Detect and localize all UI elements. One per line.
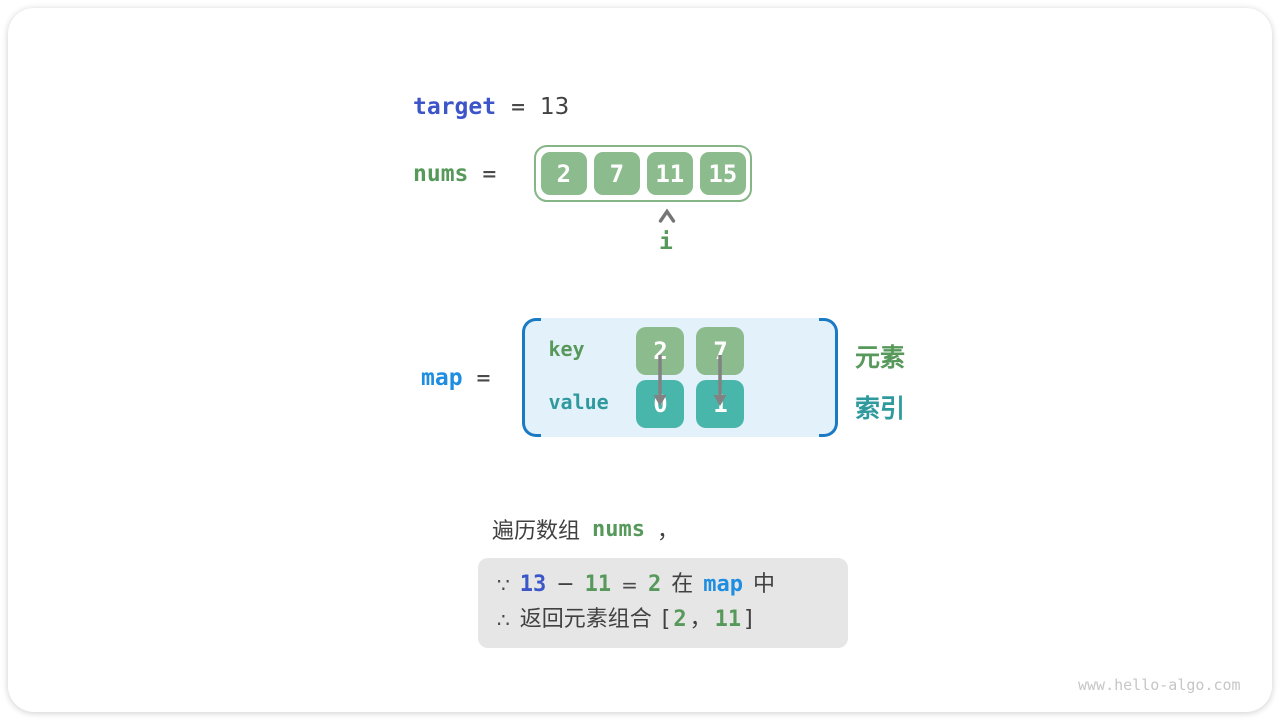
array-cell: 2 — [540, 152, 587, 195]
map-key-cell: 7 — [696, 327, 745, 375]
nums-array: 2 7 11 15 — [534, 145, 753, 202]
map-row: map = key value 2 7 0 1 — [421, 318, 839, 437]
array-cell: 11 — [646, 152, 693, 195]
equals-sign: = — [510, 96, 527, 118]
map-key-label: key — [548, 337, 585, 361]
map-variable: map — [421, 364, 463, 391]
index-pointer-label: i — [659, 229, 673, 255]
index-label: 索引 — [855, 394, 906, 423]
result-value-2: 11 — [714, 607, 742, 632]
target-value: 13 — [540, 94, 570, 120]
conclusion-line-2: ∴ 返回元素组合 [ 2 ， 11 ] — [497, 605, 848, 635]
target-row: target = 13 — [413, 94, 569, 120]
equals-sign: = — [481, 162, 498, 185]
map-value-cell: 1 — [696, 380, 745, 428]
element-label: 元素 — [855, 343, 906, 372]
because-symbol: ∵ — [497, 573, 510, 597]
conclusion-line-1: ∵ 13 − 11 = 2 在 map 中 — [497, 570, 848, 600]
caption: 遍历数组 nums ， — [492, 513, 679, 545]
caption-text: 遍历数组 — [492, 519, 581, 544]
pair-comma: ， — [689, 607, 712, 632]
map-ref: map — [703, 572, 743, 597]
nums-variable: nums — [413, 160, 469, 187]
target-variable: target — [413, 94, 497, 120]
map-box: key value 2 7 0 1 — [522, 318, 839, 437]
nums-row: nums = 2 7 11 15 — [413, 145, 753, 202]
map-bracket-right-icon — [819, 318, 839, 437]
current-value-ref: 11 — [584, 572, 612, 597]
bracket-close: ] — [744, 607, 753, 632]
watermark: www.hello-algo.com — [1078, 676, 1241, 694]
caption-nums-ref: nums — [592, 516, 645, 542]
minus-sign: − — [556, 572, 575, 597]
pointer-up-icon — [658, 208, 676, 223]
return-text: 返回元素组合 — [519, 607, 652, 632]
result-value: 2 — [647, 572, 662, 597]
in-prefix-text: 在 — [671, 572, 694, 597]
array-cell: 7 — [593, 152, 640, 195]
map-key-cell: 2 — [636, 327, 685, 375]
in-suffix-text: 中 — [752, 572, 775, 597]
target-value-ref: 13 — [519, 572, 547, 597]
map-value-label: value — [548, 390, 609, 414]
map-bracket-left-icon — [522, 318, 542, 437]
result-value-1: 2 — [673, 607, 687, 632]
equals-sign: = — [621, 573, 638, 597]
array-cell: 15 — [699, 152, 746, 195]
therefore-symbol: ∴ — [497, 608, 510, 632]
conclusion-box: ∵ 13 − 11 = 2 在 map 中 ∴ 返回元素组合 [ 2 ， 11 … — [478, 558, 848, 648]
caption-comma: ， — [657, 519, 680, 544]
equals-sign: = — [475, 366, 492, 389]
map-value-cell: 0 — [636, 380, 685, 428]
bracket-open: [ — [661, 607, 671, 632]
result-pair: [ 2 ， 11 ] — [662, 605, 753, 635]
